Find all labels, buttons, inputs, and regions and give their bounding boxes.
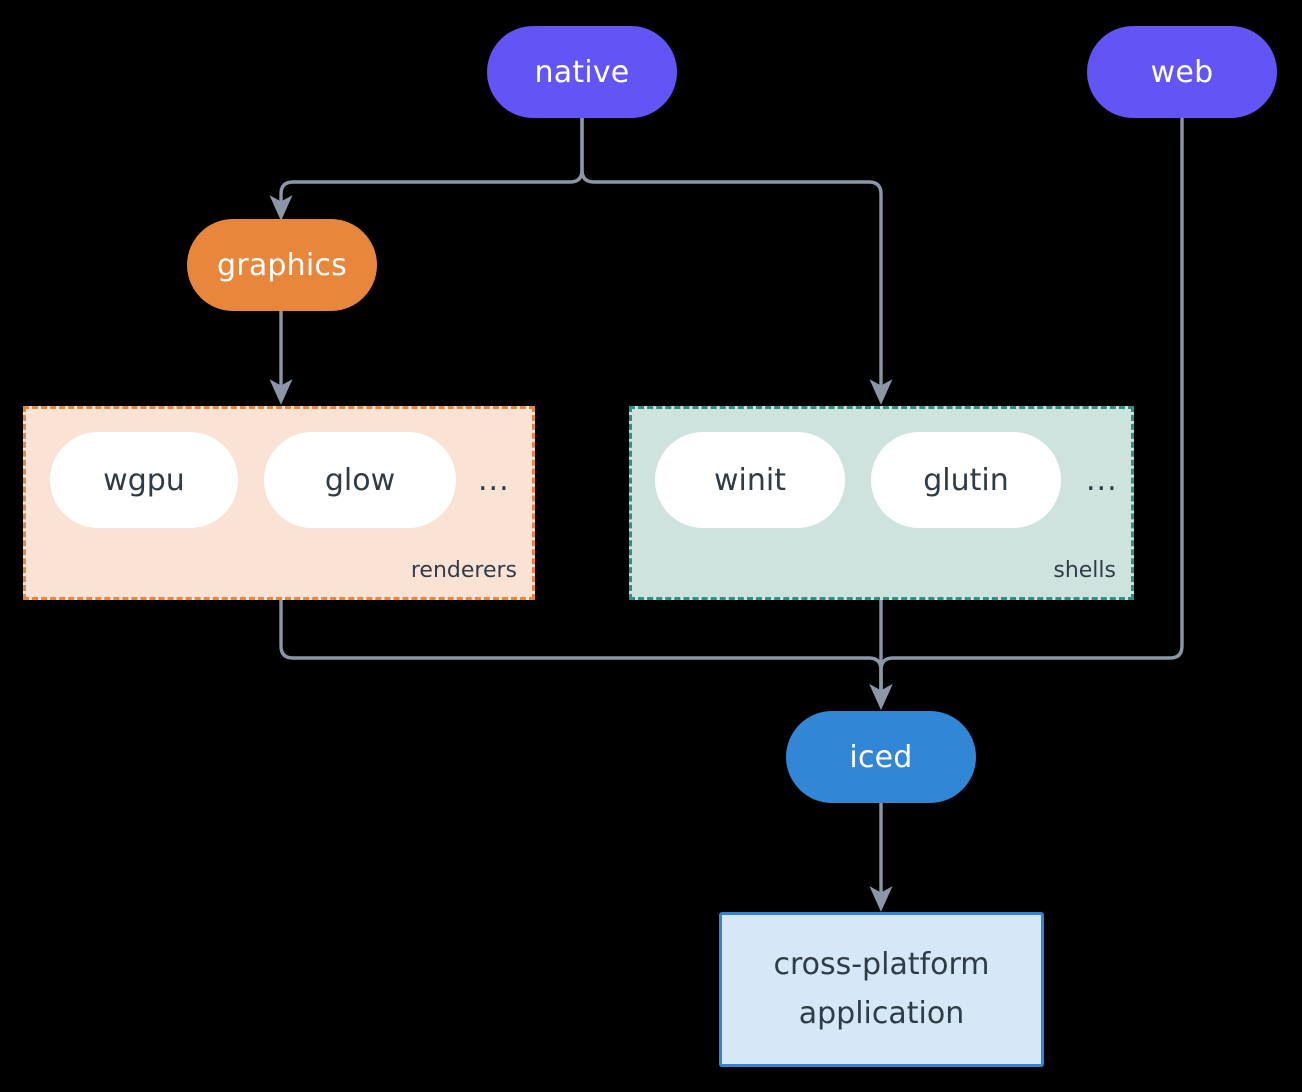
node-glow-label: glow — [324, 462, 396, 498]
node-web-label: web — [1150, 54, 1214, 90]
node-iced[interactable]: iced — [786, 711, 976, 803]
node-graphics-label: graphics — [217, 247, 347, 283]
node-glutin[interactable]: glutin — [871, 432, 1061, 528]
node-glutin-label: glutin — [923, 462, 1009, 498]
node-wgpu[interactable]: wgpu — [50, 432, 238, 528]
node-glow[interactable]: glow — [264, 432, 456, 528]
node-native-label: native — [534, 54, 630, 90]
node-graphics[interactable]: graphics — [187, 219, 377, 311]
node-iced-label: iced — [849, 739, 913, 775]
edge-native-to-shells — [580, 116, 893, 405]
cluster-renderers-label: renderers — [410, 558, 517, 583]
node-wgpu-label: wgpu — [103, 462, 185, 498]
application-label-line2: application — [798, 995, 965, 1031]
cluster-shells-label: shells — [1053, 558, 1116, 583]
node-web[interactable]: web — [1087, 26, 1277, 118]
node-winit-label: winit — [714, 462, 786, 498]
renderers-ellipsis: ... — [478, 463, 510, 498]
application-label-line1: cross-platform — [773, 946, 990, 982]
edge-native-to-graphics — [269, 116, 584, 221]
shells-ellipsis: ... — [1086, 463, 1118, 498]
node-winit[interactable]: winit — [655, 432, 845, 528]
node-cross-platform-application[interactable]: cross-platform application — [719, 912, 1044, 1067]
node-native[interactable]: native — [487, 26, 677, 118]
